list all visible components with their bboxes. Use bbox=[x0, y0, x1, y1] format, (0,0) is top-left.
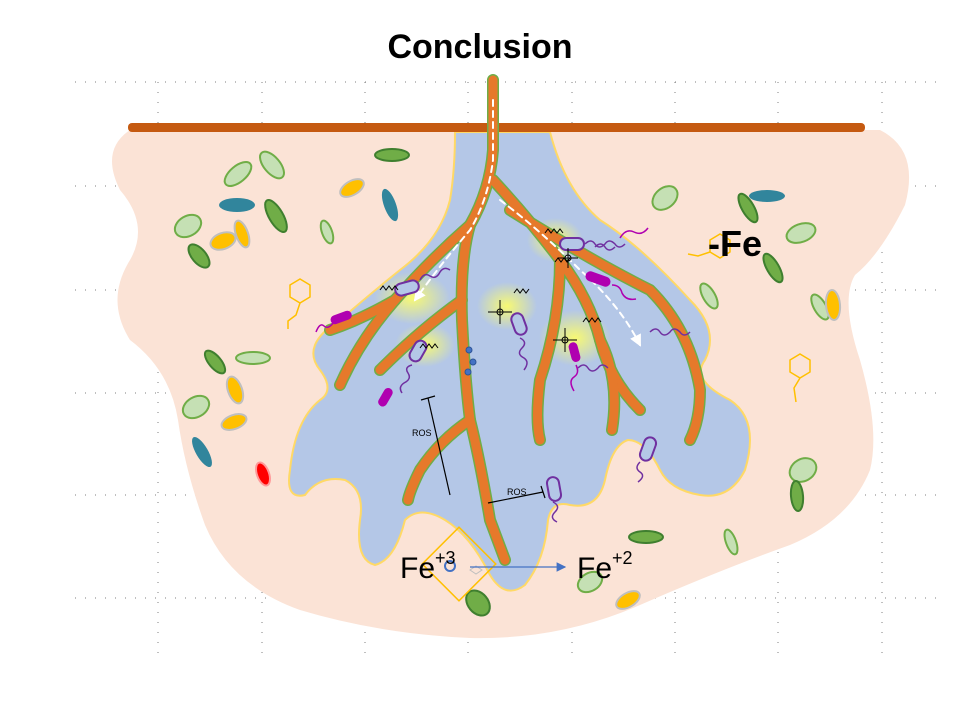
signal-molecules bbox=[379, 228, 602, 352]
bacterium bbox=[315, 310, 352, 333]
bacterium bbox=[378, 387, 393, 407]
bacterium bbox=[636, 436, 658, 483]
fe2-label: Fe+2 bbox=[577, 548, 633, 585]
rhizosphere-region bbox=[288, 131, 751, 592]
bacterium bbox=[559, 227, 649, 251]
bacterium bbox=[399, 339, 428, 394]
exudate-molecules bbox=[287, 233, 811, 403]
ros-inhibition bbox=[420, 395, 546, 504]
bacterium bbox=[568, 342, 581, 392]
bacterium bbox=[394, 267, 451, 297]
fe3-label: Fe+3 bbox=[400, 548, 456, 585]
bacterium bbox=[545, 476, 563, 523]
soil-particles bbox=[173, 148, 842, 617]
bacterium bbox=[585, 271, 637, 301]
iron-deficiency-label: -Fe bbox=[708, 223, 762, 264]
bacterium bbox=[577, 243, 691, 372]
bacterium bbox=[510, 312, 528, 371]
ros-label-left: ROS bbox=[412, 428, 432, 438]
slide-title: Conclusion bbox=[387, 28, 573, 66]
ros-label-bottom: ROS bbox=[507, 487, 527, 497]
iron-particles bbox=[464, 346, 477, 376]
bacteria bbox=[315, 227, 691, 523]
